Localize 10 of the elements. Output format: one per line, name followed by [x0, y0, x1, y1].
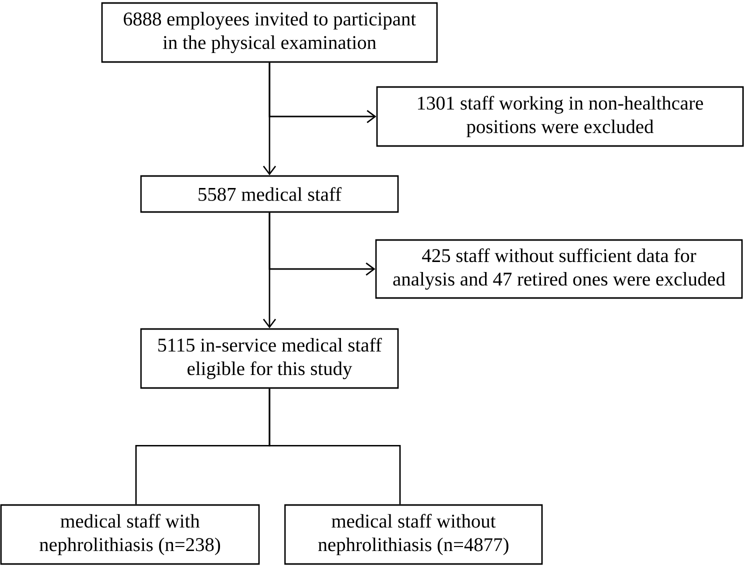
- arrow: [268, 62, 376, 124]
- process-box: 1301 staff working in non-healthcare positions were excluded: [376, 86, 744, 147]
- arrow: [268, 212, 376, 276]
- process-box: 5115 in-service medical staff eligible for this study: [140, 328, 399, 389]
- process-box: 6888 employees invited to participant in the physical examination: [101, 2, 438, 63]
- process-box: medical staff without nephrolithiasis (n=4877): [284, 504, 543, 565]
- connector-line: [268, 388, 401, 504]
- process-box: 5587 medical staff: [140, 175, 399, 213]
- process-box: medical staff with nephrolithiasis (n=238): [0, 504, 260, 565]
- process-box: 425 staff without sufficient data for analysis and 47 retired ones were excluded: [375, 239, 743, 299]
